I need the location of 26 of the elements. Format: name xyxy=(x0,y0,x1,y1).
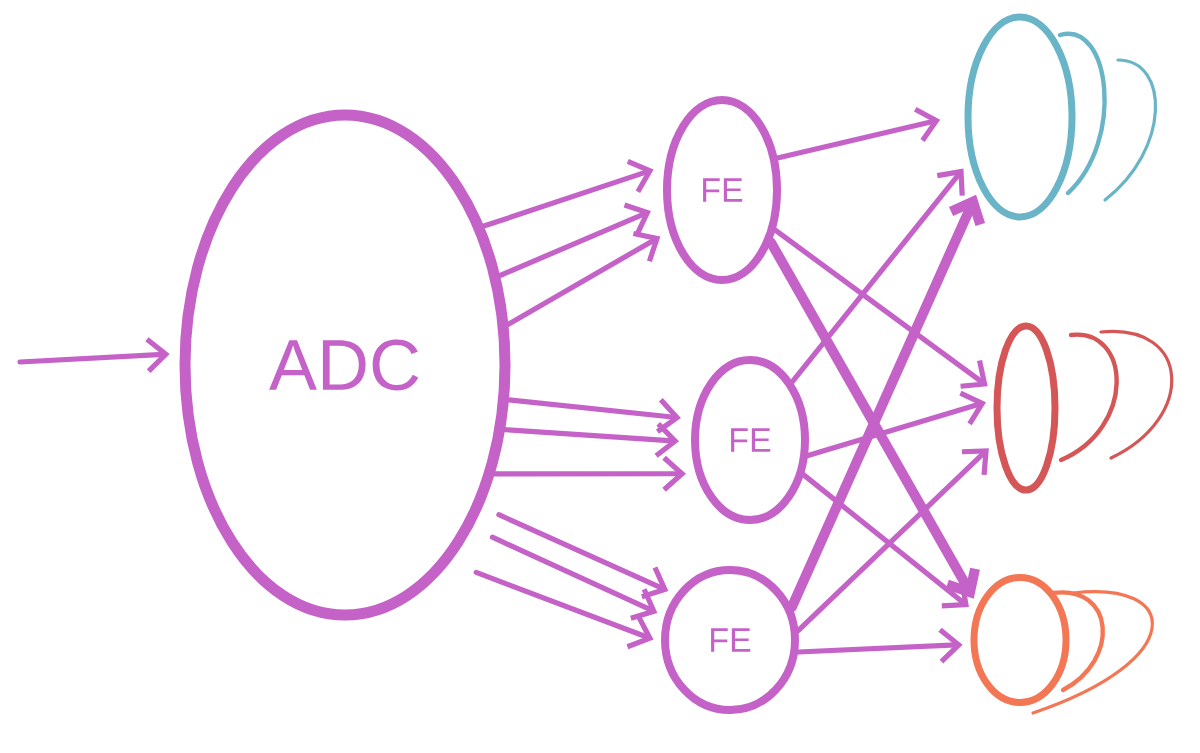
layered-oval xyxy=(970,574,1154,715)
arrow xyxy=(795,627,963,664)
arrow xyxy=(789,168,965,385)
arrow xyxy=(489,534,658,621)
labeled-oval: FE xyxy=(661,566,799,714)
arrow xyxy=(805,390,986,459)
arrow xyxy=(492,455,686,492)
arrow xyxy=(786,194,986,613)
arrow xyxy=(17,337,170,373)
arrow xyxy=(502,422,680,458)
arrow xyxy=(497,202,651,279)
arrow xyxy=(505,230,661,327)
arrow xyxy=(496,512,669,600)
arrow xyxy=(506,397,681,434)
arrow xyxy=(765,237,980,599)
layered-oval xyxy=(993,322,1174,494)
labeled-oval: FE xyxy=(691,356,809,524)
arrow xyxy=(801,472,969,609)
arrow xyxy=(795,448,989,633)
arrow xyxy=(772,227,988,389)
labeled-oval: FE xyxy=(663,96,781,284)
layered-oval xyxy=(964,13,1157,221)
arrow xyxy=(481,158,654,229)
arrow xyxy=(473,569,654,650)
labeled-oval: ADC xyxy=(179,109,511,621)
arrow xyxy=(774,106,941,161)
